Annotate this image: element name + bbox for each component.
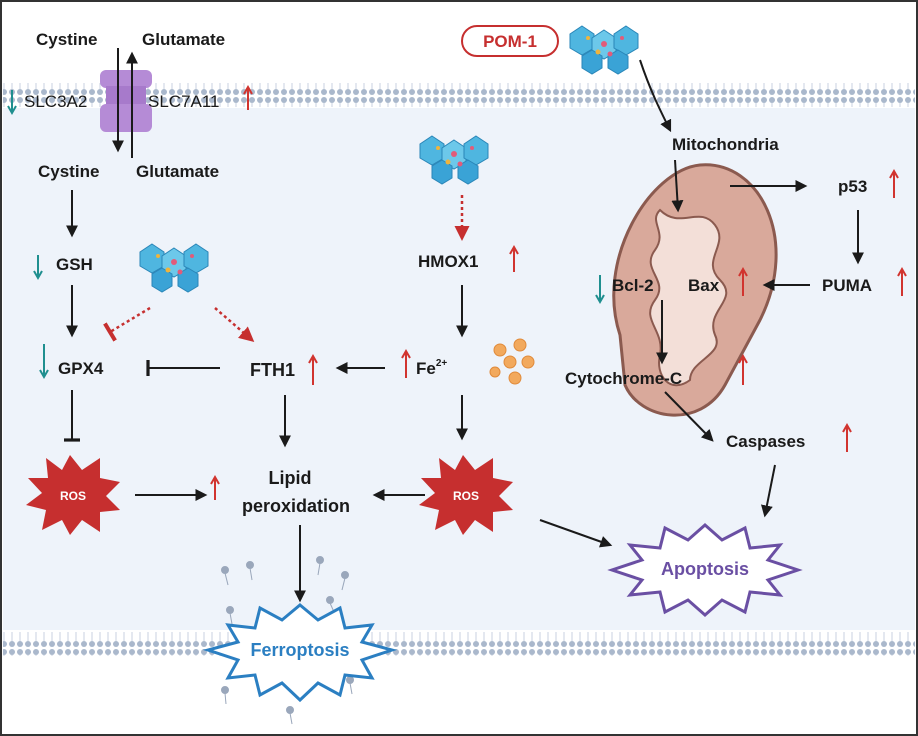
ferroptosis-label: Ferroptosis [250, 640, 349, 660]
down-arrow-icon [7, 90, 17, 116]
slc-transporter [100, 70, 152, 132]
apoptosis-burst [607, 522, 803, 618]
down-arrow-icon [33, 255, 43, 281]
mitochondrion [612, 163, 778, 417]
ros-left-label: ROS [60, 489, 86, 503]
puma-label: PUMA [822, 276, 872, 295]
up-arrow-icon [401, 348, 411, 378]
pathway-arrows [64, 59, 864, 603]
iron-label: Fe2+ [416, 358, 447, 378]
regulation-arrows [7, 84, 907, 500]
slc7a11-label: SLC7A11 [148, 92, 220, 111]
down-arrow-icon [39, 344, 49, 380]
up-arrow-icon [509, 244, 519, 272]
up-arrow-icon [738, 266, 748, 296]
up-arrow-icon [243, 84, 253, 110]
gpx4-label: GPX4 [58, 359, 104, 378]
up-arrow-icon [842, 422, 852, 452]
iron-particles-icon [489, 338, 535, 385]
cystine-extracellular-label: Cystine [36, 30, 97, 49]
up-arrow-icon [889, 168, 899, 198]
slc3a2-label: SLC3A2 [24, 92, 87, 111]
cystine-intracellular-label: Cystine [38, 162, 99, 181]
pom1-badge [461, 25, 559, 57]
pom1-label: POM-1 [483, 32, 537, 51]
apoptosis-label: Apoptosis [661, 559, 749, 579]
fth1-label: FTH1 [250, 360, 295, 380]
bottom-membrane [3, 632, 915, 656]
ros-burst-left [26, 455, 120, 535]
pom-effect-arrows [103, 195, 470, 342]
mitochondria-label: Mitochondria [672, 135, 779, 154]
ferroptosis-burst [202, 603, 398, 703]
lipid-label-line1: Lipid [269, 468, 312, 488]
up-arrow-icon [308, 353, 318, 385]
bcl2-label: Bcl-2 [612, 276, 654, 295]
up-arrow-icon [738, 353, 748, 385]
p53-label: p53 [838, 177, 867, 196]
up-arrow-icon [897, 266, 907, 296]
lipid-label-line2: peroxidation [242, 496, 350, 516]
glutamate-extracellular-label: Glutamate [142, 30, 225, 49]
caspases-label: Caspases [726, 432, 805, 451]
down-arrow-icon [595, 275, 605, 305]
bax-label: Bax [688, 276, 720, 295]
up-arrow-icon [210, 474, 220, 500]
hmox1-label: HMOX1 [418, 252, 478, 271]
ros-right-label: ROS [453, 489, 479, 503]
gsh-label: GSH [56, 255, 93, 274]
ros-burst-right [419, 455, 513, 535]
top-membrane [3, 83, 915, 107]
cytochrome-c-label: Cytochrome-C [565, 369, 682, 388]
glutamate-intracellular-label: Glutamate [136, 162, 219, 181]
